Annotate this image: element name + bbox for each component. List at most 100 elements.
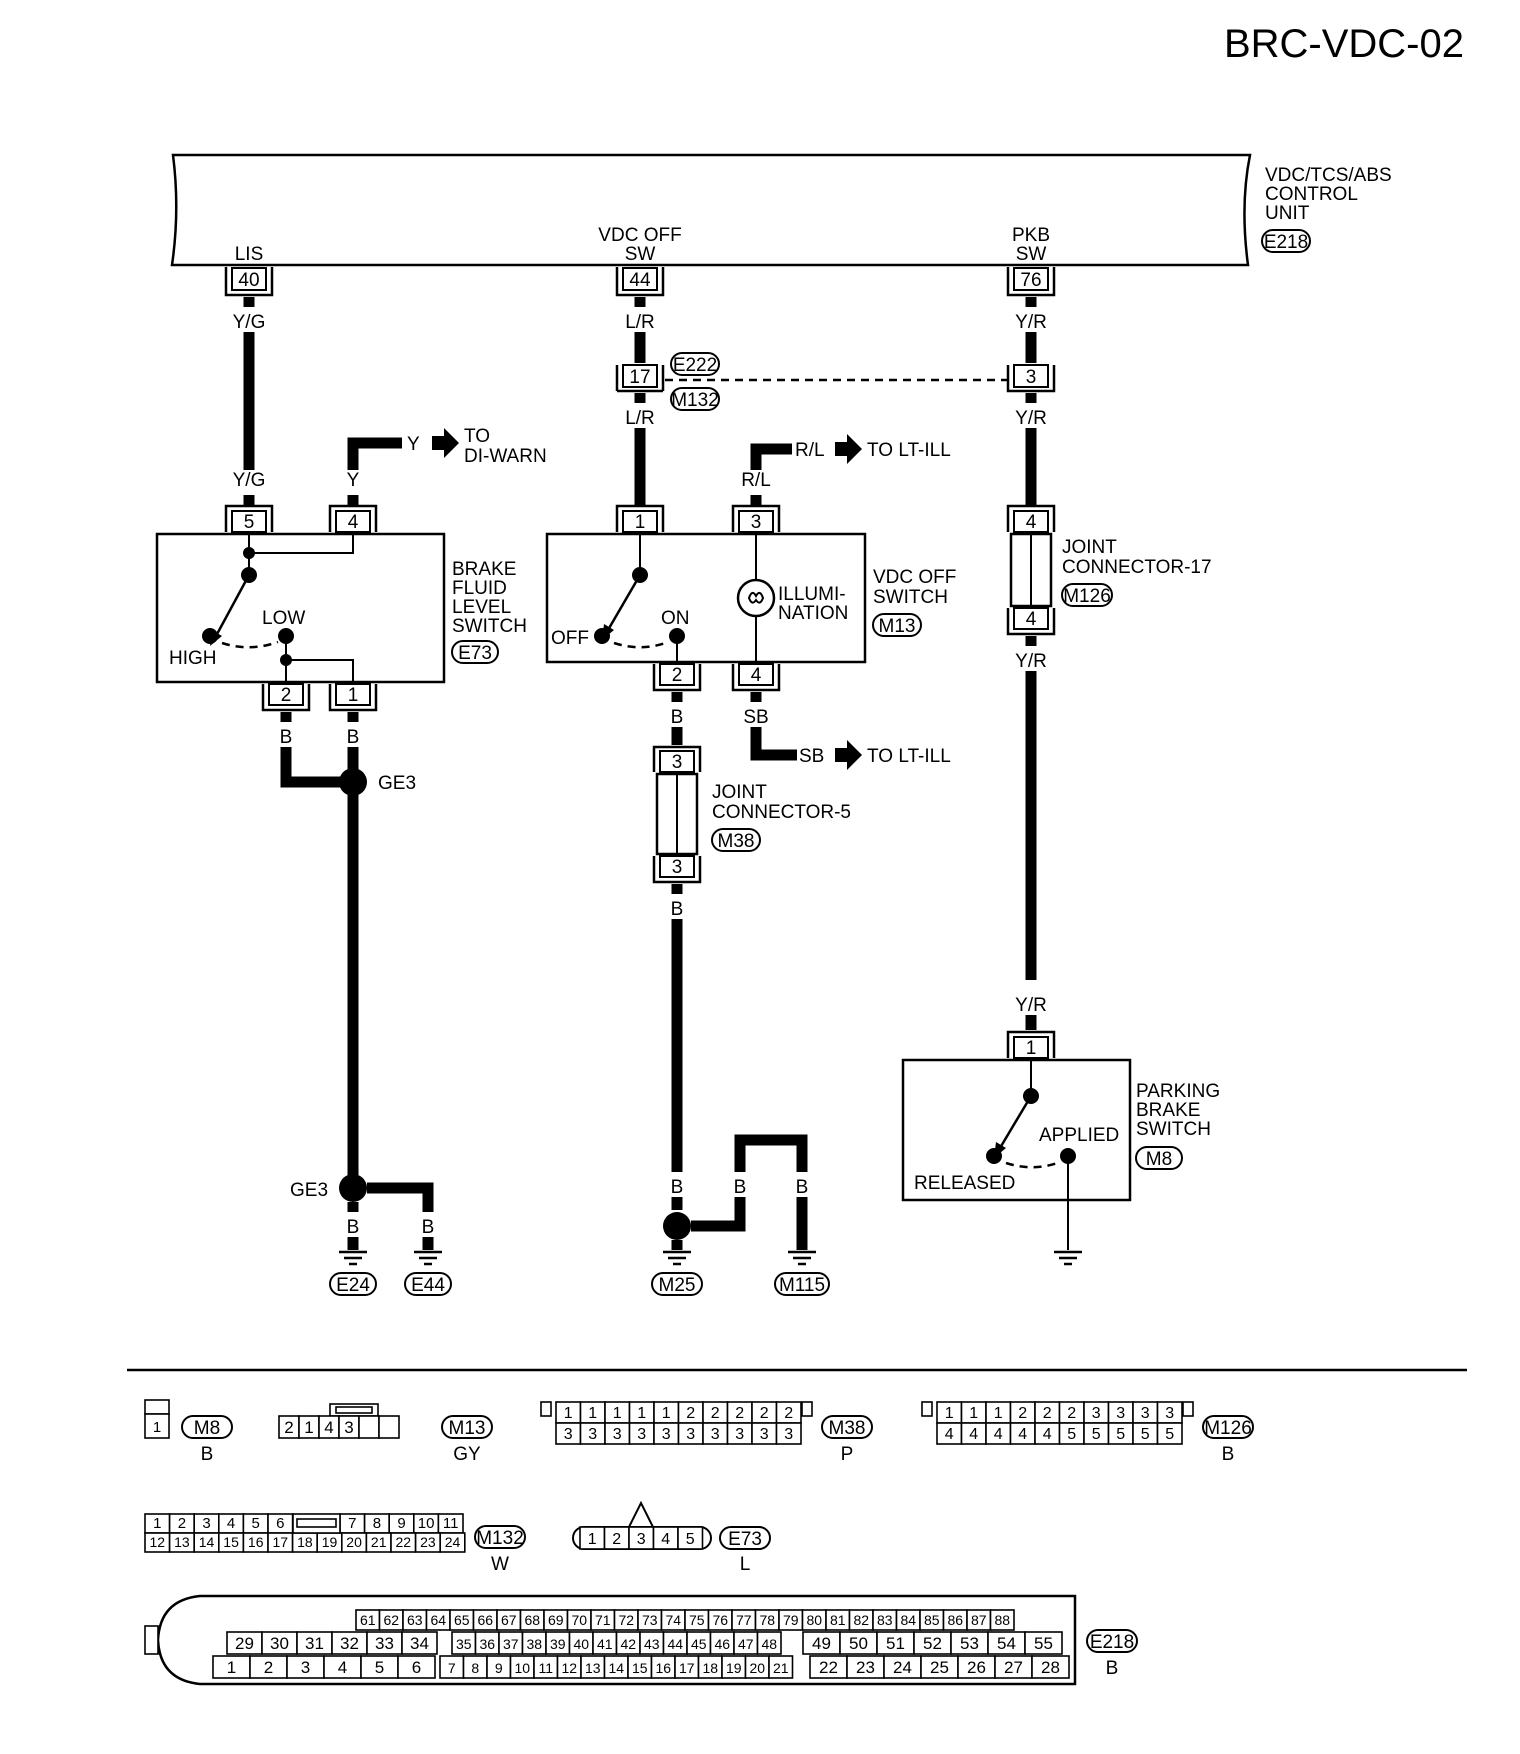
e218-row3-right-cell: 23: [856, 1658, 875, 1677]
m25-ground-wiring: B B B B M25 M115: [651, 884, 830, 1296]
relay-pin-3: 3: [1026, 367, 1037, 388]
control-unit-name-line-2: CONTROL: [1265, 184, 1358, 205]
wire-color-vdc-pin2-b: B: [671, 707, 684, 728]
e218-row3-right-cell: 27: [1004, 1658, 1023, 1677]
e218-row2-right-cell: 55: [1034, 1634, 1053, 1653]
e218-row1-cell: 81: [830, 1612, 846, 1628]
e73-cell: 3: [637, 1531, 646, 1548]
e218-row3-left-cell: 1: [227, 1658, 236, 1677]
unit-pin-vdc-off: 44: [615, 267, 665, 297]
bf-name-line-3: LEVEL: [452, 597, 511, 618]
e218-row3-mid-cell: 13: [585, 1660, 601, 1676]
ground-e24-label: E24: [336, 1275, 370, 1296]
e218-row3-mid-cell: 19: [726, 1660, 742, 1676]
m132-row1-left-cell: 5: [252, 1515, 260, 1532]
e218-row1-cell: 73: [642, 1612, 658, 1628]
e218-row1-cell: 87: [971, 1612, 987, 1628]
m13-face-color: GY: [453, 1444, 481, 1465]
e218-row3-mid-cell: 18: [702, 1660, 718, 1676]
e218-row3-right-cell: 28: [1041, 1658, 1060, 1677]
m132-row2-cell: 14: [199, 1534, 215, 1550]
m132-row1-right-cell: 11: [443, 1515, 459, 1532]
m8-face-color: B: [201, 1444, 214, 1465]
m13-cell-box: [358, 1415, 380, 1439]
m126-row1-cell: 1: [969, 1405, 978, 1422]
e218-row2-mid-cell: 36: [479, 1636, 495, 1652]
jc17-connector-tag: M126: [1063, 586, 1111, 607]
e218-row3-left-cell-box: [397, 1655, 436, 1679]
m132-row2-cell: 20: [346, 1534, 362, 1550]
e218-row1-cell: 88: [994, 1612, 1010, 1628]
e218-face-color: B: [1106, 1658, 1119, 1679]
e218-row2-mid-cell: 38: [526, 1636, 542, 1652]
e218-row3-mid-cell: 17: [679, 1660, 695, 1676]
jc5-pin-top: 3: [672, 752, 683, 773]
wire-color-to-di-warn: Y: [407, 434, 420, 455]
pb-name-line-3: SWITCH: [1136, 1119, 1211, 1140]
m38-row2-cell: 3: [637, 1426, 646, 1443]
bf-pin-top-left: 5: [244, 512, 255, 533]
e218-row1-cell: 67: [501, 1612, 517, 1628]
m38-row2-cell: 3: [564, 1426, 573, 1443]
e218-row1-cell: 63: [407, 1612, 423, 1628]
bf-name-line-4: SWITCH: [452, 616, 527, 637]
bf-pin-top-right: 4: [348, 512, 359, 533]
m13-cell: 2: [284, 1418, 293, 1437]
e218-row3-mid-cell: 7: [448, 1660, 456, 1676]
e218-row1-cell: 85: [924, 1612, 940, 1628]
arrow-to-di-warn-icon: [432, 428, 459, 458]
vdc-off-wire-mid: L/R: [625, 393, 655, 505]
m126-face-id: M126: [1204, 1418, 1252, 1439]
e218-row3-mid-cell: 12: [561, 1660, 577, 1676]
wire-color-to-lt-ill-2: SB: [799, 746, 824, 767]
vdc-off-wire-top: L/R: [625, 297, 655, 363]
e218-row2-right-cell: 50: [849, 1634, 868, 1653]
m38-row2-cell: 3: [760, 1426, 769, 1443]
ground-m115-label: M115: [779, 1275, 825, 1296]
m38-row2-cell: 3: [784, 1426, 793, 1443]
m132-row2-cell: 15: [223, 1534, 239, 1550]
e218-row2-left-cell: 34: [410, 1634, 429, 1653]
vdc-connector-tag: M13: [879, 616, 916, 637]
wire-color-rl-top: R/L: [741, 470, 771, 491]
m126-row2-cell-box: [1156, 1422, 1183, 1445]
e218-row1-cell: 64: [430, 1612, 446, 1628]
m38-face-color: P: [841, 1444, 854, 1465]
m38-row1-cell: 2: [735, 1405, 744, 1422]
m126-row2-cell: 4: [945, 1426, 954, 1443]
m132-row1-left-cell: 2: [178, 1515, 186, 1532]
vdc-pin-bottom-left: 2: [672, 665, 683, 686]
m38-row1-cell: 1: [613, 1405, 622, 1422]
connector-face-m8: 1 M8 B: [144, 1399, 233, 1465]
terminal-pkb-name-2: SW: [1016, 244, 1047, 265]
ge3-lower-label: GE3: [290, 1180, 328, 1201]
m126-row1-cell: 2: [1018, 1405, 1027, 1422]
e218-row3-mid-cell-box: [768, 1655, 794, 1679]
m132-row2-cell: 18: [297, 1534, 313, 1550]
jc17-pin-bottom: 4: [1026, 609, 1037, 630]
m126-row1-cell: 1: [994, 1405, 1003, 1422]
ground-e44-icon: [412, 1250, 444, 1266]
m126-row2-cell: 4: [969, 1426, 978, 1443]
e218-row2-right-cell-box: [1024, 1631, 1063, 1655]
m126-row2-cell: 5: [1092, 1426, 1101, 1443]
e218-row2-left-cell: 32: [340, 1634, 359, 1653]
e218-row2-left-cell: 33: [375, 1634, 394, 1653]
e218-row1-cell: 72: [618, 1612, 634, 1628]
joint-connector-17: 4 4 JOINT CONNECTOR-17 M126: [1006, 504, 1212, 636]
vdc-name-line-2: SWITCH: [873, 587, 948, 608]
ground-e24-icon: [337, 1250, 369, 1266]
vdc-lamp-line-1: ILLUMI-: [778, 584, 846, 605]
e218-row3-mid-cell: 9: [495, 1660, 503, 1676]
page-title: BRC-VDC-02: [1224, 22, 1464, 66]
m132-row2-cell: 22: [396, 1534, 412, 1550]
m38-face-id: M38: [829, 1418, 866, 1439]
dest-di-warn-line-1: TO: [464, 426, 490, 447]
m126-row1-cell: 3: [1116, 1405, 1125, 1422]
wire-color-pkb-mid: Y/R: [1015, 408, 1047, 429]
wire-color-lis-top: Y/G: [233, 312, 266, 333]
